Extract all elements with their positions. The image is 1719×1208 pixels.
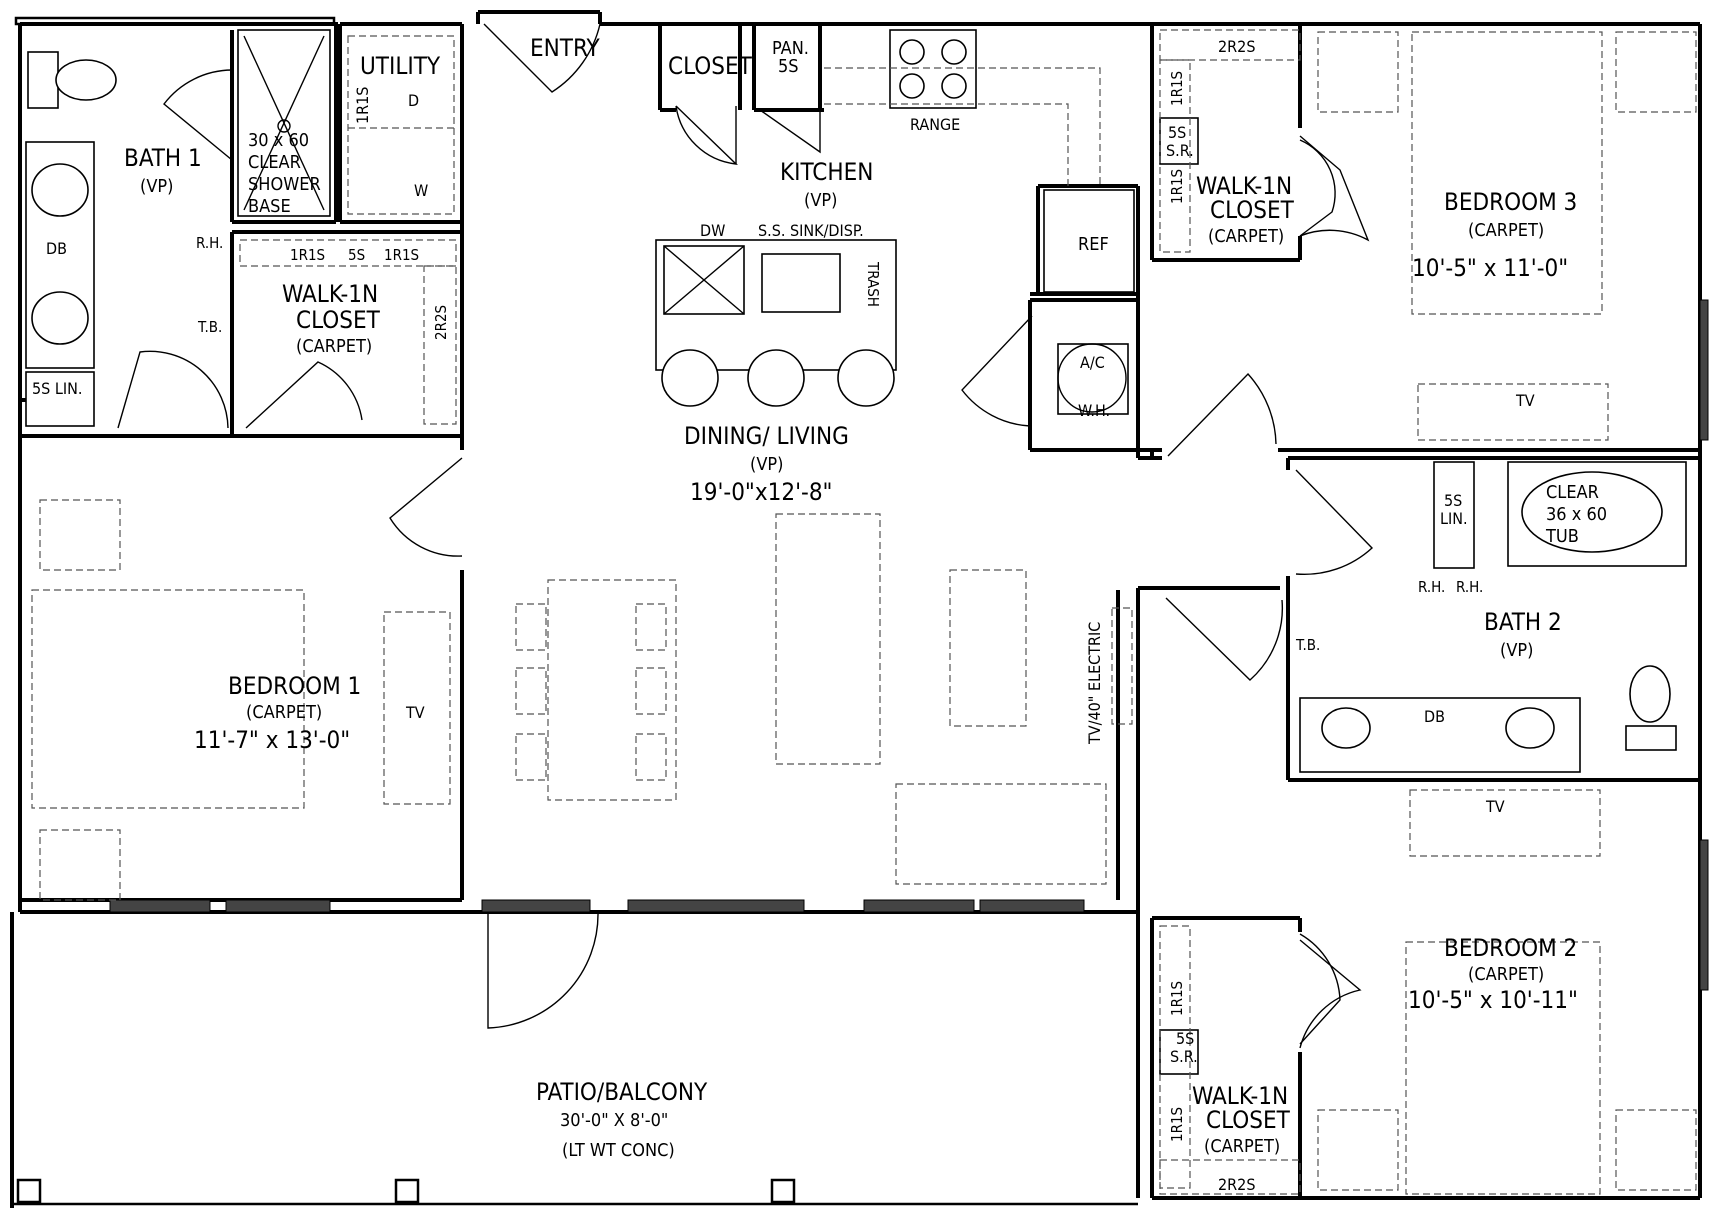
room-labels: ENTRY CLOSET PAN. 5S RANGE KITCHEN (VP) … xyxy=(32,34,1607,1194)
kitchen-label: KITCHEN xyxy=(780,158,873,186)
db2-label: DB xyxy=(1424,707,1445,726)
shower-base: BASE xyxy=(248,196,291,217)
wh-label: W.H. xyxy=(1078,401,1110,420)
wic2-title-b: CLOSET xyxy=(1206,1106,1291,1134)
wic3-shelf-top: 2R2S xyxy=(1218,37,1255,56)
wic2-shelf-a: 1R1S xyxy=(1168,981,1186,1016)
bed3-finish: (CARPET) xyxy=(1468,220,1544,241)
wic3-title-b: CLOSET xyxy=(1210,196,1295,224)
bed3-tv: TV xyxy=(1515,391,1535,410)
pantry-shelf-label: 5S xyxy=(778,56,799,77)
bed1-size: 11'-7" x 13'-0" xyxy=(194,726,350,754)
bed1-finish: (CARPET) xyxy=(246,702,322,723)
patio-label: PATIO/BALCONY xyxy=(536,1078,708,1106)
fixtures xyxy=(16,29,1697,1204)
wic1-shelf-b: 5S xyxy=(348,246,365,264)
wic2-sr-a: 5S xyxy=(1176,1029,1194,1048)
bath1-finish: (VP) xyxy=(140,176,173,197)
lin2-a: 5S xyxy=(1444,491,1462,510)
ref-label: REF xyxy=(1078,234,1109,255)
utility-label: UTILITY xyxy=(360,52,441,80)
dining-size: 19'-0"x12'-8" xyxy=(690,478,832,506)
tb2-label: T.B. xyxy=(1295,636,1320,654)
lin1-label: 5S LIN. xyxy=(32,379,82,398)
bath2-finish: (VP) xyxy=(1500,640,1533,661)
wic1-title-c: (CARPET) xyxy=(296,336,372,357)
shower-size: 30 x 60 xyxy=(248,130,309,151)
wic3-shelf-a: 1R1S xyxy=(1168,71,1186,106)
bed3-label: BEDROOM 3 xyxy=(1444,188,1577,216)
shower-shower: SHOWER xyxy=(248,174,321,195)
range-label: RANGE xyxy=(910,115,960,134)
tv-electric-label: TV/40" ELECTRIC xyxy=(1085,622,1104,745)
bed2-label: BEDROOM 2 xyxy=(1444,934,1577,962)
bed1-tv: TV xyxy=(405,703,425,722)
wic1-shelf-c: 1R1S xyxy=(384,246,419,264)
rh2-label: R.H. xyxy=(1418,578,1445,596)
wic1-shelf-d: 2R2S xyxy=(432,305,450,340)
patio-size: 30'-0" X 8'-0" xyxy=(560,1110,668,1131)
utility-shelf: 1R1S xyxy=(353,87,372,124)
bed2-finish: (CARPET) xyxy=(1468,964,1544,985)
closet-label: CLOSET xyxy=(668,52,753,80)
wic1-title-a: WALK-1N xyxy=(282,280,378,308)
wic2-shelf-b: 1R1S xyxy=(1168,1107,1186,1142)
wic3-title-c: (CARPET) xyxy=(1208,226,1284,247)
wic1-shelf-a: 1R1S xyxy=(290,246,325,264)
trash-label: TRASH xyxy=(864,261,882,307)
wic2-title-c: (CARPET) xyxy=(1204,1136,1280,1157)
wic2-title-a: WALK-1N xyxy=(1192,1082,1288,1110)
windows xyxy=(109,299,1709,991)
pantry-label: PAN. xyxy=(772,38,809,59)
wic3-sr-a: 5S xyxy=(1168,123,1186,142)
bed3-size: 10'-5" x 11'-0" xyxy=(1412,254,1568,282)
rh1-label: R.H. xyxy=(196,234,223,252)
bed1-label: BEDROOM 1 xyxy=(228,672,361,700)
shower-clear: CLEAR xyxy=(248,152,301,173)
wic1-title-b: CLOSET xyxy=(296,306,381,334)
wic3-title-a: WALK-1N xyxy=(1196,172,1292,200)
tb1-label: T.B. xyxy=(197,318,222,336)
ac-label: A/C xyxy=(1080,353,1105,372)
entry-label: ENTRY xyxy=(530,34,600,62)
bed2-size: 10'-5" x 10'-11" xyxy=(1408,986,1578,1014)
db1-label: DB xyxy=(46,239,67,258)
tub-c: TUB xyxy=(1545,526,1579,547)
wic3-sr-b: S.R. xyxy=(1166,141,1194,160)
bath1-label: BATH 1 xyxy=(124,144,202,172)
dw-label: DW xyxy=(700,221,725,240)
rh3-label: R.H. xyxy=(1456,578,1483,596)
wic3-shelf-b: 1R1S xyxy=(1168,169,1186,204)
wic2-shelf-bottom: 2R2S xyxy=(1218,1175,1255,1194)
dining-label: DINING/ LIVING xyxy=(684,422,849,450)
dryer-label: D xyxy=(408,91,419,110)
lin2-b: LIN. xyxy=(1440,509,1468,528)
wic2-sr-b: S.R. xyxy=(1170,1047,1198,1066)
dining-finish: (VP) xyxy=(750,454,783,475)
doors xyxy=(117,23,1374,1049)
patio-finish: (LT WT CONC) xyxy=(562,1140,675,1161)
bath2-tv: TV xyxy=(1485,797,1505,816)
washer-label: W xyxy=(414,181,428,200)
tub-b: 36 x 60 xyxy=(1546,504,1607,525)
bath2-label: BATH 2 xyxy=(1484,608,1562,636)
sink-label: S.S. SINK/DISP. xyxy=(758,221,864,240)
kitchen-finish: (VP) xyxy=(804,190,837,211)
tub-a: CLEAR xyxy=(1546,482,1599,503)
